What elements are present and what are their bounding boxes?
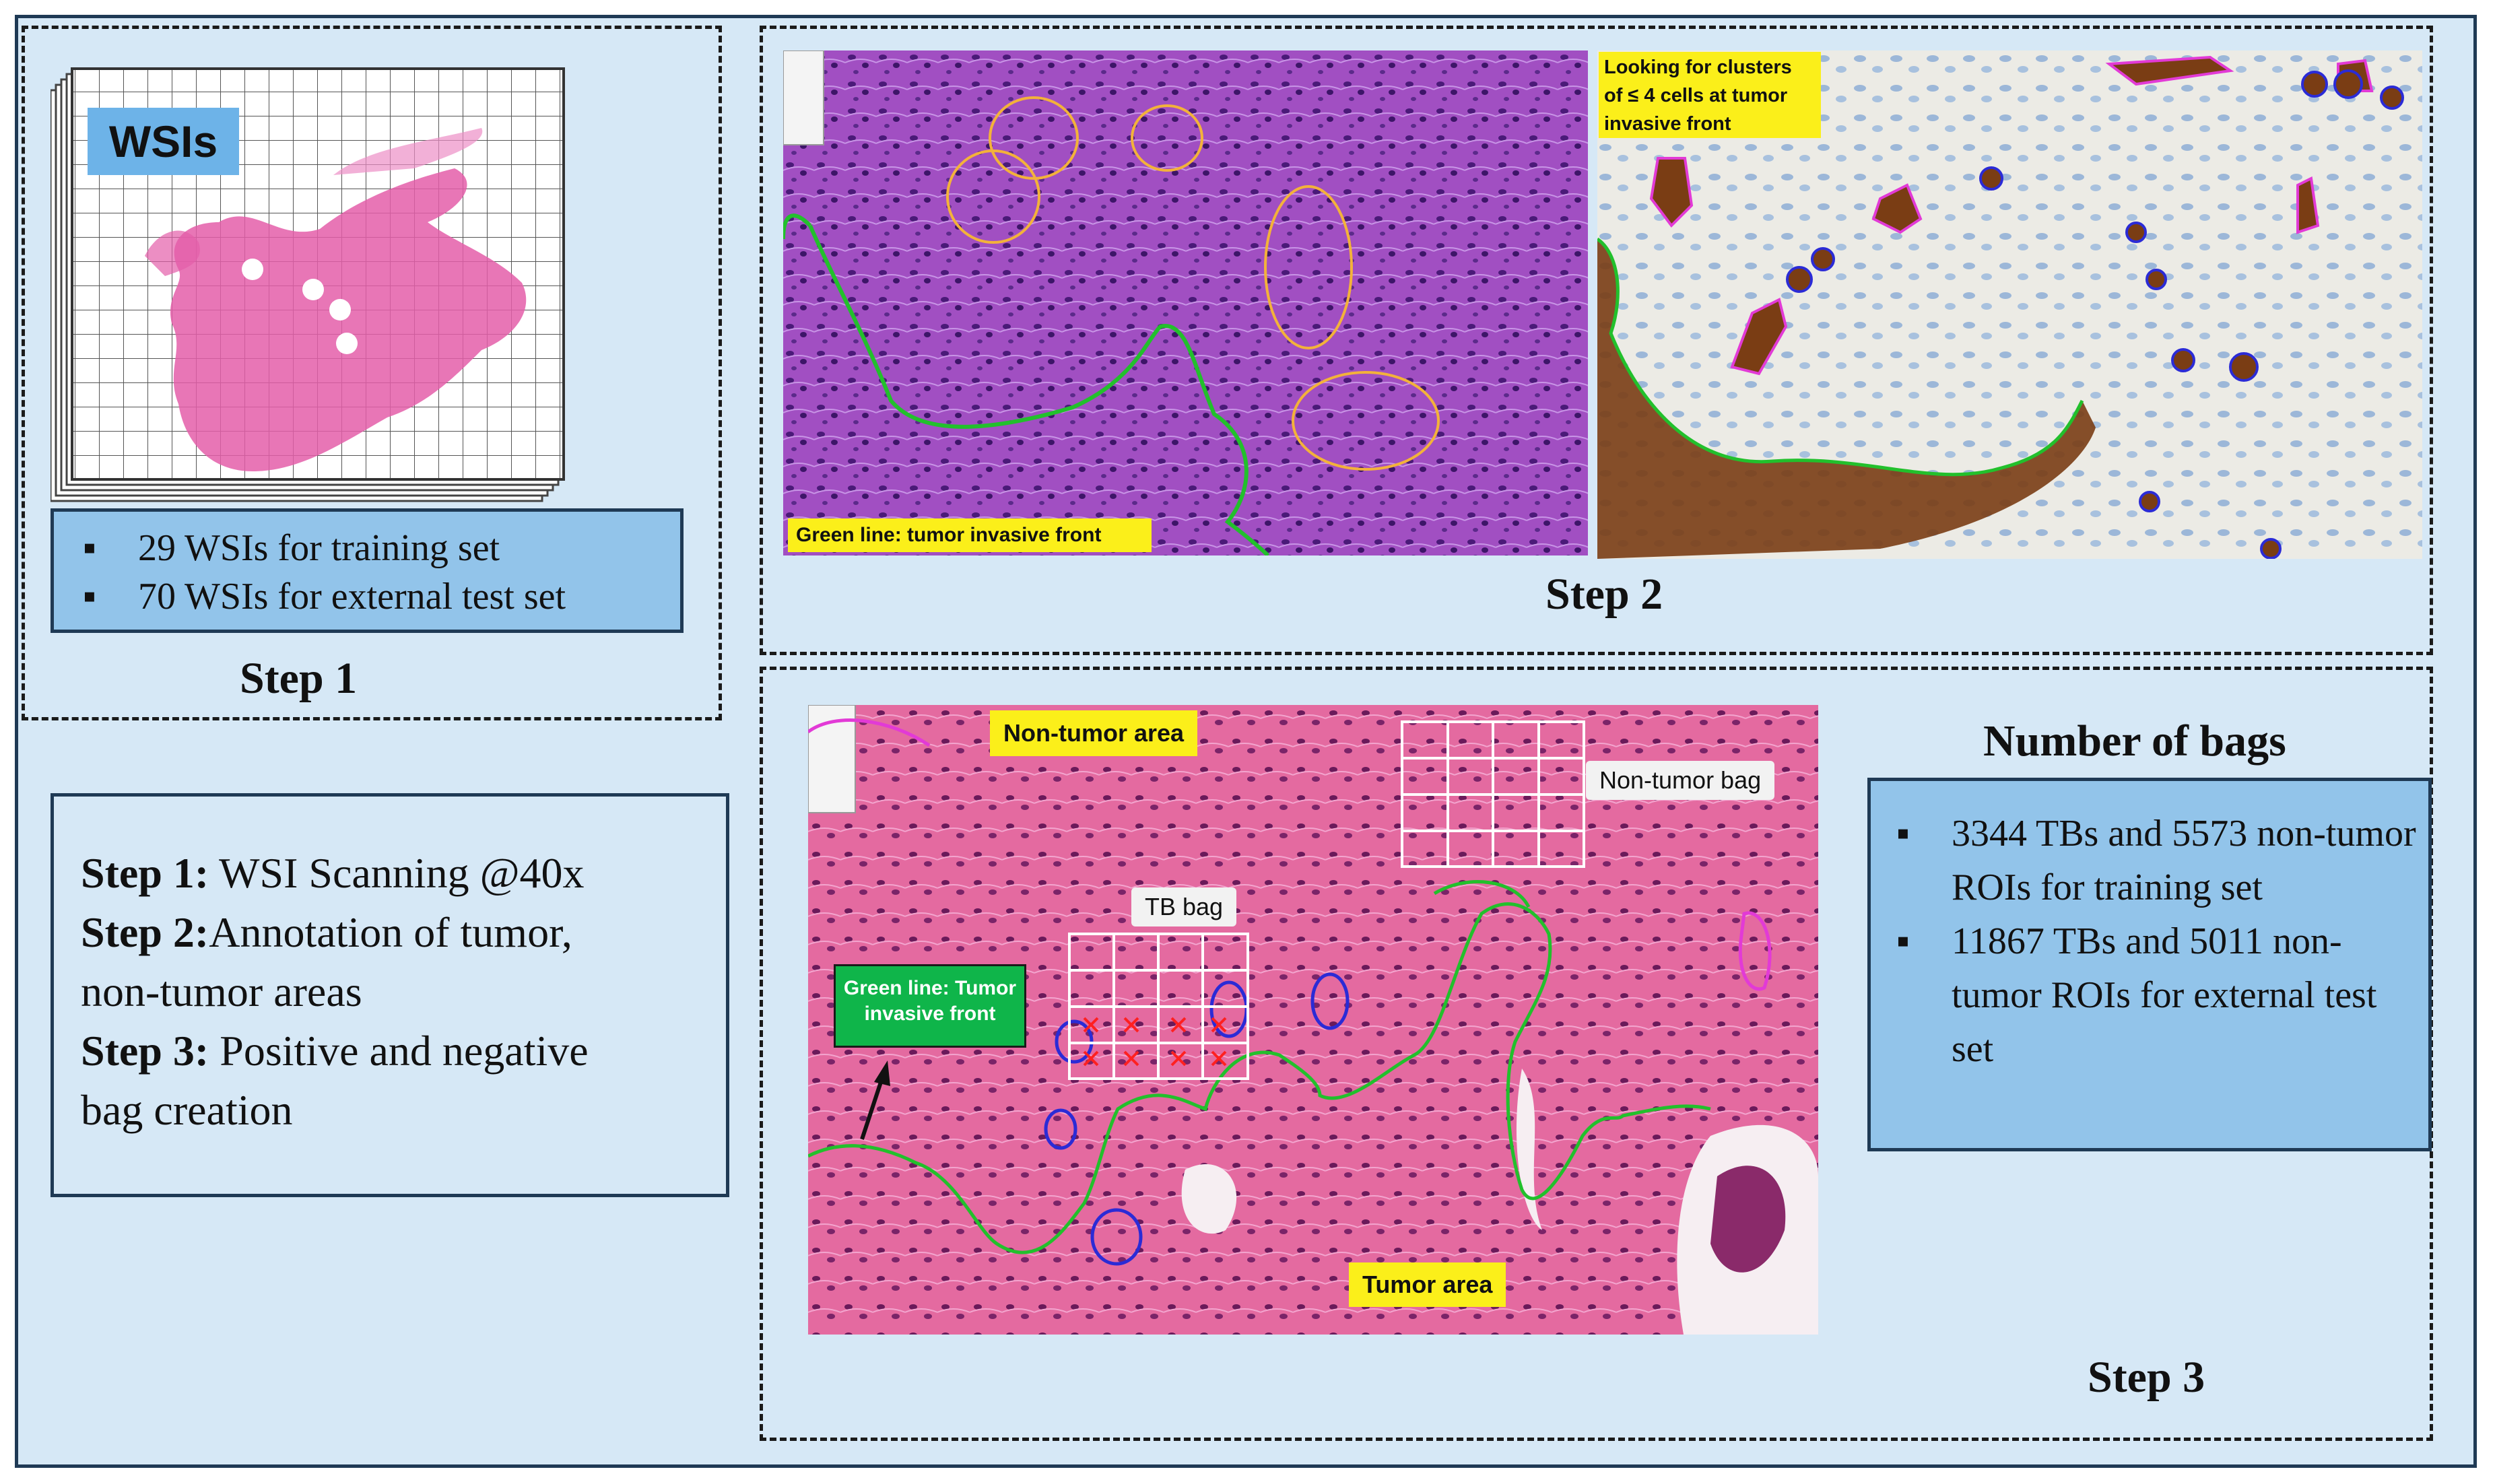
he-stain-image [783,50,1588,555]
non-tumor-area-label: Non-tumor area [990,710,1198,756]
summary-line-3: non-tumor areas [81,968,362,1015]
step1-label: Step 1 [240,654,358,703]
summary-line-5: bag creation [81,1086,293,1134]
step1-datasets-box: 29 WSIs for training set 70 WSIs for ext… [51,508,684,633]
wsi-tag-text: WSIs [108,116,218,166]
step2-label: Step 2 [1545,570,1663,619]
list-item: 11867 TBs and 5011 non-tumor ROIs for ex… [1896,914,2416,1076]
step1-panel [22,26,722,720]
steps-summary-box: Step 1: WSI Scanning @40x Step 2:Annotat… [51,793,729,1197]
tumor-area-label: Tumor area [1349,1262,1506,1307]
step1-dataset-list: 29 WSIs for training set 70 WSIs for ext… [83,524,566,621]
list-item: 70 WSIs for external test set [83,572,566,621]
non-tumor-bag-label: Non-tumor bag [1586,761,1775,800]
step3-label: Step 3 [2088,1353,2205,1402]
tb-bag-label: TB bag [1131,887,1237,926]
he-caption: Green line: tumor invasive front [788,518,1152,552]
list-item: 3344 TBs and 5573 non-tumor ROIs for tra… [1896,807,2416,914]
summary-line-1: Step 1: WSI Scanning @40x [81,849,585,897]
summary-line-4: Step 3: Positive and negative [81,1027,589,1075]
bags-title: Number of bags [1983,716,2286,766]
step2-panel [760,26,2433,655]
bags-box: 3344 TBs and 5573 non-tumor ROIs for tra… [1867,778,2432,1151]
ihc-caption: Looking for clusters of ≤ 4 cells at tum… [1599,52,1821,138]
list-item: 29 WSIs for training set [83,524,566,572]
tumor-front-label: Green line: Tumor invasive front [834,964,1026,1048]
bags-list: 3344 TBs and 5573 non-tumor ROIs for tra… [1896,807,2416,1076]
wsi-tag [88,108,239,175]
summary-line-2: Step 2:Annotation of tumor, [81,908,572,956]
